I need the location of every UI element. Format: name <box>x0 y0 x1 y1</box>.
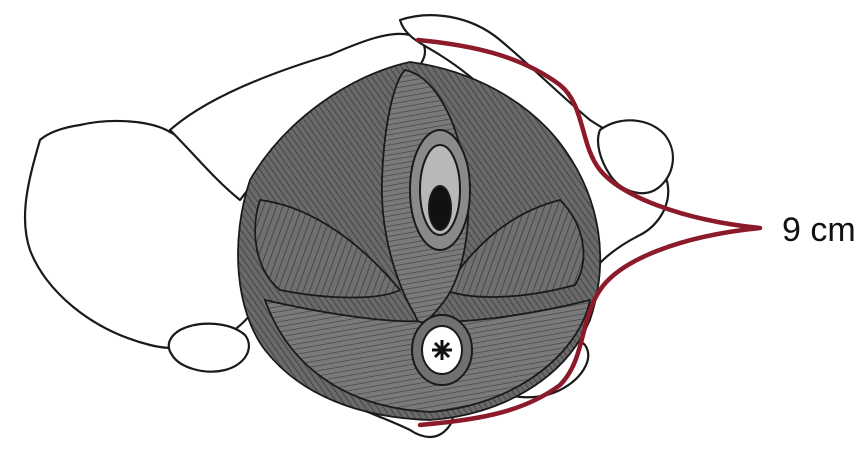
vaginal-opening <box>410 130 470 250</box>
anal-opening <box>412 315 472 385</box>
left-lower-bone <box>169 324 249 372</box>
measurement-label: 9 cm <box>782 213 856 247</box>
